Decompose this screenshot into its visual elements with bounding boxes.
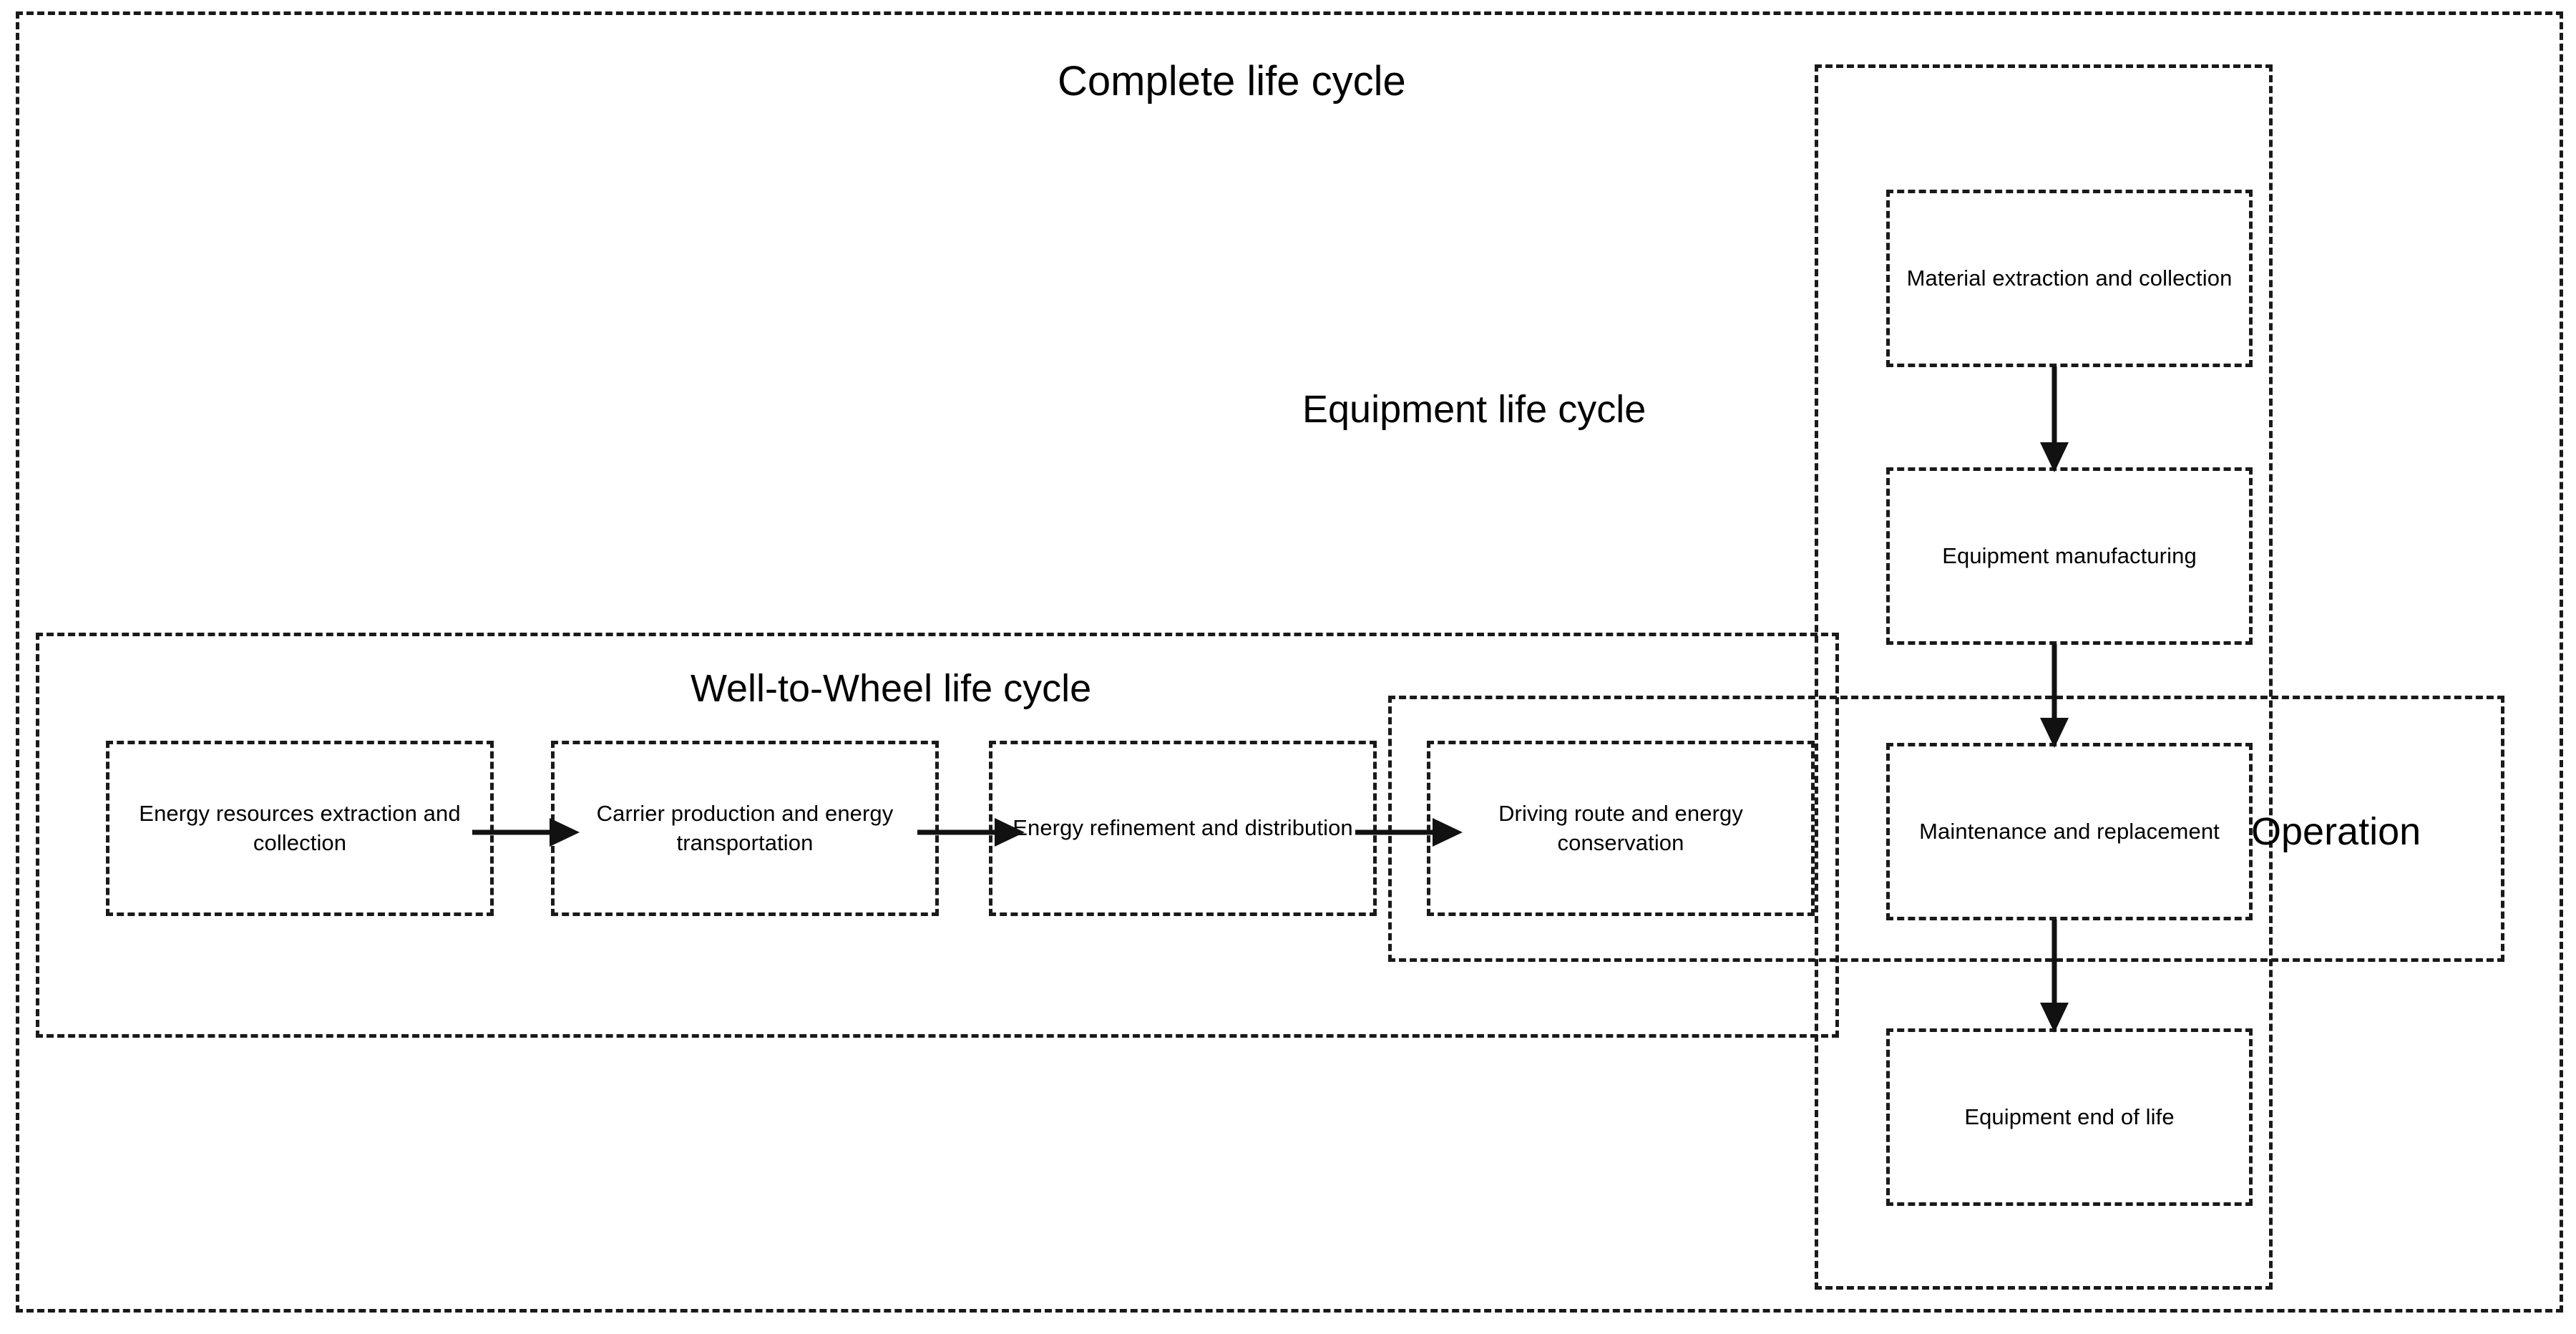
process-box-label: Equipment manufacturing — [1942, 542, 2197, 568]
process-box-maintenance-and-replacement[interactable]: Maintenance and replacement — [1886, 743, 2253, 920]
process-box-equipment-manufacturing[interactable]: Equipment manufacturing — [1886, 467, 2253, 645]
flow-arrow-3 — [1355, 810, 1463, 855]
process-box-label: Driving route and energy conservation — [1498, 800, 1743, 855]
flow-arrow-4 — [2032, 366, 2077, 472]
flow-arrow-2 — [917, 810, 1025, 855]
scope-title-operation: Operation — [2251, 810, 2421, 853]
process-box-energy-refinement-and-distribution[interactable]: Energy refinement and distribution — [989, 741, 1377, 916]
process-box-material-extraction-and-collection[interactable]: Material extraction and collection — [1886, 190, 2253, 367]
process-box-label: Energy refinement and distribution — [1013, 815, 1353, 841]
scope-container-well-to-wheel-life-cycle — [36, 633, 1839, 1038]
scope-title-complete-life-cycle: Complete life cycle — [1058, 58, 1406, 104]
process-box-label: Energy resources extraction and collecti… — [139, 800, 461, 855]
flow-arrow-5 — [2032, 644, 2077, 748]
scope-title-well-to-wheel-life-cycle: Well-to-Wheel life cycle — [691, 667, 1092, 710]
process-box-carrier-production-and-energy-transportation[interactable]: Carrier production and energy transporta… — [551, 741, 939, 916]
process-box-label: Carrier production and energy transporta… — [596, 800, 894, 855]
process-box-label: Material extraction and collection — [1906, 265, 2233, 291]
process-box-equipment-end-of-life[interactable]: Equipment end of life — [1886, 1028, 2253, 1206]
scope-title-equipment-life-cycle: Equipment life cycle — [1302, 388, 1646, 431]
process-box-energy-resources-extraction-and-collection[interactable]: Energy resources extraction and collecti… — [106, 741, 494, 916]
process-box-driving-route-and-energy-conservation[interactable]: Driving route and energy conservation — [1427, 741, 1815, 916]
scope-container-operation — [1388, 696, 2504, 962]
flow-arrow-6 — [2032, 920, 2077, 1033]
scope-container-complete-life-cycle — [16, 11, 2563, 1313]
scope-container-equipment-life-cycle — [1815, 64, 2273, 1290]
process-box-label: Equipment end of life — [1964, 1104, 2175, 1129]
process-box-label: Maintenance and replacement — [1919, 818, 2220, 844]
flow-arrow-1 — [472, 810, 580, 855]
